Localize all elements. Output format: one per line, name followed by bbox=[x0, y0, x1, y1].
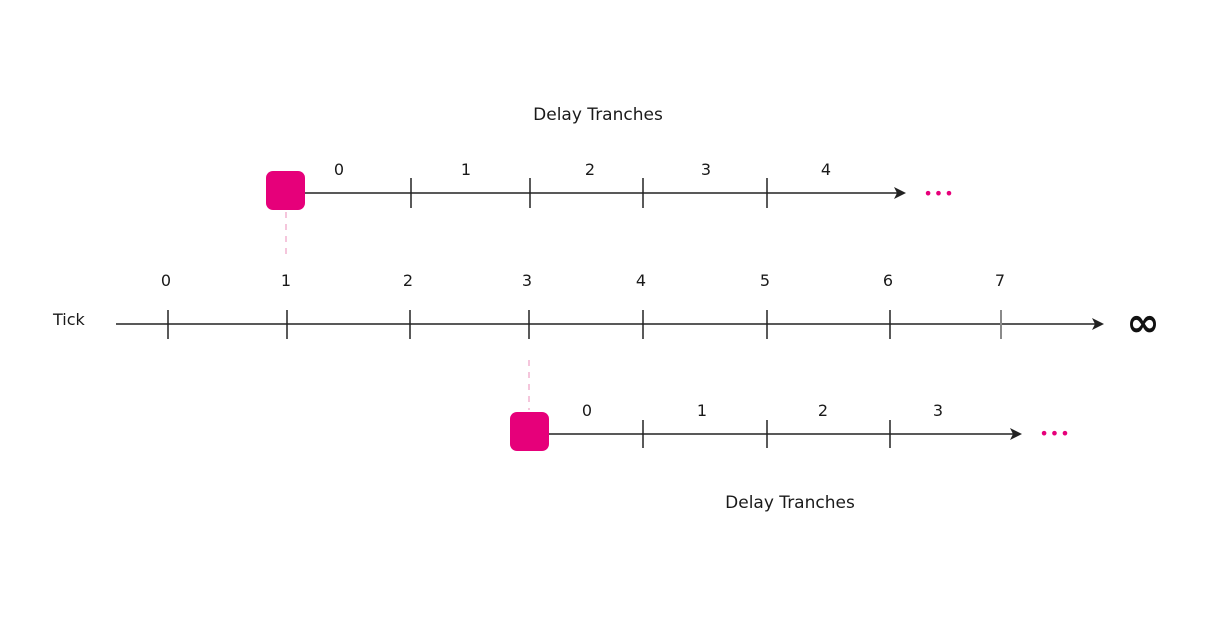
tick-axis-label: Tick bbox=[52, 310, 86, 329]
bottom-tranche-label-1: 1 bbox=[697, 401, 707, 420]
bottom-tranche-label-0: 0 bbox=[582, 401, 592, 420]
tick-axis-label-7: 7 bbox=[995, 271, 1005, 290]
tick-axis-label-6: 6 bbox=[883, 271, 893, 290]
infinity-symbol: ∞ bbox=[1126, 300, 1159, 346]
tick-axis-label-0: 0 bbox=[161, 271, 171, 290]
top-tranche-label-4: 4 bbox=[821, 160, 831, 179]
tick-axis-label-1: 1 bbox=[281, 271, 291, 290]
bottom-tranche-label-2: 2 bbox=[818, 401, 828, 420]
tick-axis-label-4: 4 bbox=[636, 271, 646, 290]
bottom-tranche-ellipsis: ••• bbox=[1039, 424, 1070, 443]
bottom-tranche-start-marker bbox=[510, 412, 549, 451]
bottom-tranche-title: Delay Tranches bbox=[725, 493, 855, 513]
top-tranche-label-2: 2 bbox=[585, 160, 595, 179]
bottom-tranche-label-3: 3 bbox=[933, 401, 943, 420]
top-tranche-label-0: 0 bbox=[334, 160, 344, 179]
tick-axis-label-2: 2 bbox=[403, 271, 413, 290]
top-tranche-label-1: 1 bbox=[461, 160, 471, 179]
top-tranche-title: Delay Tranches bbox=[533, 105, 663, 125]
tick-axis-label-5: 5 bbox=[760, 271, 770, 290]
top-tranche-label-3: 3 bbox=[701, 160, 711, 179]
top-tranche-start-marker bbox=[266, 171, 305, 210]
tick-axis-label-3: 3 bbox=[522, 271, 532, 290]
top-tranche-ellipsis: ••• bbox=[923, 184, 954, 203]
